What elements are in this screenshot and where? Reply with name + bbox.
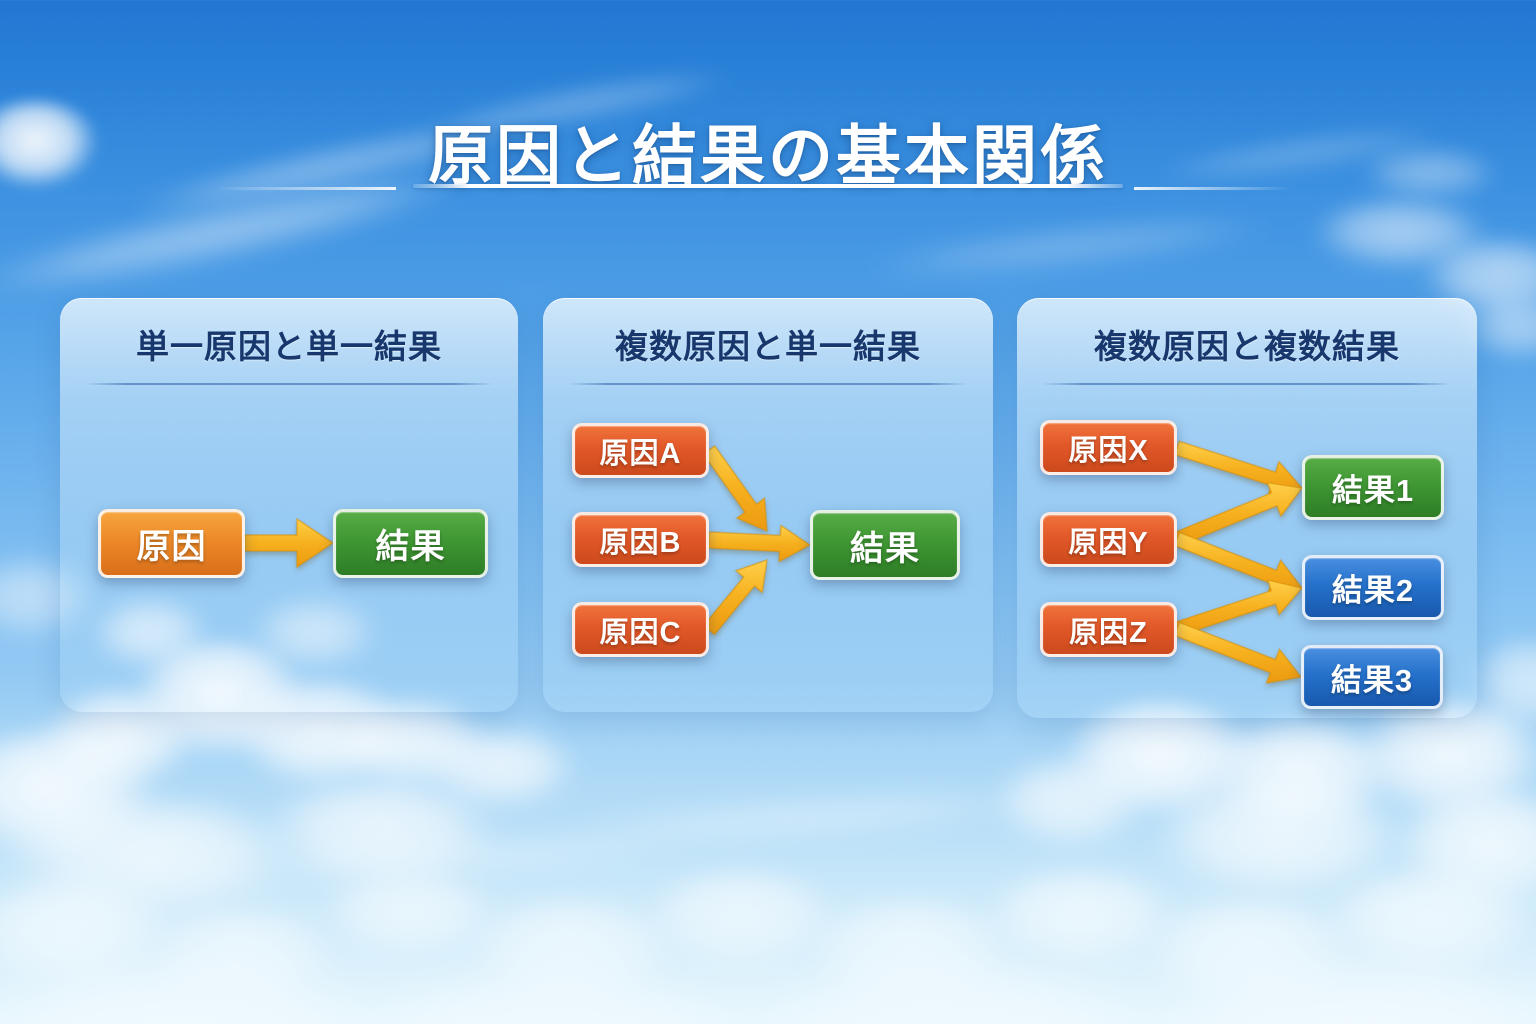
cloud bbox=[0, 960, 380, 1024]
panel-header-rule bbox=[567, 383, 969, 385]
cloud bbox=[420, 730, 580, 810]
cloud bbox=[140, 910, 340, 1010]
effect-node: 結果2 bbox=[1302, 555, 1444, 620]
cause-node: 原因Z bbox=[1040, 602, 1177, 657]
arrow-layer bbox=[244, 517, 335, 569]
effect-node: 結果 bbox=[333, 509, 488, 578]
title-underline bbox=[413, 184, 1123, 188]
cloud bbox=[640, 870, 840, 970]
cause-node: 原因B bbox=[572, 512, 709, 567]
panel-header-rule bbox=[85, 383, 493, 385]
cause-node: 原因X bbox=[1040, 420, 1177, 475]
cloud bbox=[1310, 200, 1490, 270]
cloud-wisp bbox=[549, 782, 1051, 858]
cloud bbox=[1350, 700, 1536, 820]
cloud-wisp bbox=[859, 208, 1281, 288]
cloud bbox=[1470, 640, 1536, 730]
arrow-layer bbox=[1173, 440, 1304, 684]
effect-node: 結果1 bbox=[1302, 455, 1444, 520]
arrow-cause-to-effect bbox=[244, 517, 335, 569]
cause-node: 原因C bbox=[572, 602, 709, 657]
cloud bbox=[350, 970, 750, 1024]
cloud bbox=[330, 700, 490, 790]
effect-node: 結果 bbox=[810, 510, 960, 580]
cloud bbox=[1140, 900, 1360, 1010]
page-title: 原因と結果の基本関係 bbox=[427, 119, 1108, 192]
cloud bbox=[1200, 720, 1400, 830]
arrow-causeY-to-effect1 bbox=[1173, 481, 1304, 547]
panel-header-rule bbox=[1042, 383, 1452, 385]
title-accent-line-right bbox=[1134, 187, 1292, 190]
cloud bbox=[1390, 790, 1536, 910]
cloud bbox=[1320, 870, 1536, 980]
arrow-causeZ-to-effect3 bbox=[1173, 621, 1303, 684]
cloud bbox=[0, 880, 180, 990]
panel-header: 複数原因と単一結果 bbox=[615, 328, 921, 365]
panel-header: 複数原因と複数結果 bbox=[1094, 328, 1400, 365]
cause-node: 原因A bbox=[572, 423, 709, 478]
cloud bbox=[460, 900, 680, 1010]
cloud bbox=[320, 870, 500, 960]
arrow-causeA-to-effect bbox=[702, 444, 768, 533]
cloud-wisp bbox=[249, 828, 701, 888]
cloud bbox=[0, 730, 160, 860]
cloud bbox=[980, 870, 1180, 970]
cause-node: 原因 bbox=[98, 509, 245, 578]
title-accent-line-left bbox=[216, 187, 396, 190]
panel-header: 単一原因と単一結果 bbox=[136, 328, 442, 365]
cloud bbox=[1150, 960, 1536, 1024]
panel-multi-cause-multi-effect: 複数原因と複数結果 原因X 原因Y 原因Z 結果1 結果2 結果3 bbox=[1017, 298, 1477, 718]
arrow-layer bbox=[702, 444, 812, 636]
cloud bbox=[750, 960, 1150, 1024]
arrow-causeZ-to-effect2 bbox=[1173, 579, 1304, 637]
horizon-haze bbox=[0, 680, 1536, 1024]
cause-node: 原因Y bbox=[1040, 512, 1177, 567]
panel-single-cause-single-effect: 単一原因と単一結果 原因 結果 bbox=[60, 298, 518, 712]
cloud bbox=[990, 760, 1150, 850]
panel-multi-cause-single-effect: 複数原因と単一結果 原因A 原因B 原因C 結果 bbox=[543, 298, 993, 712]
arrow-causeB-to-effect bbox=[707, 524, 812, 563]
cloud bbox=[1150, 780, 1410, 900]
effect-node: 結果3 bbox=[1301, 645, 1443, 709]
cloud bbox=[260, 780, 500, 890]
arrow-causeC-to-effect bbox=[702, 558, 768, 636]
cloud bbox=[1060, 700, 1260, 820]
cloud bbox=[0, 800, 300, 920]
cloud bbox=[800, 900, 1020, 1010]
